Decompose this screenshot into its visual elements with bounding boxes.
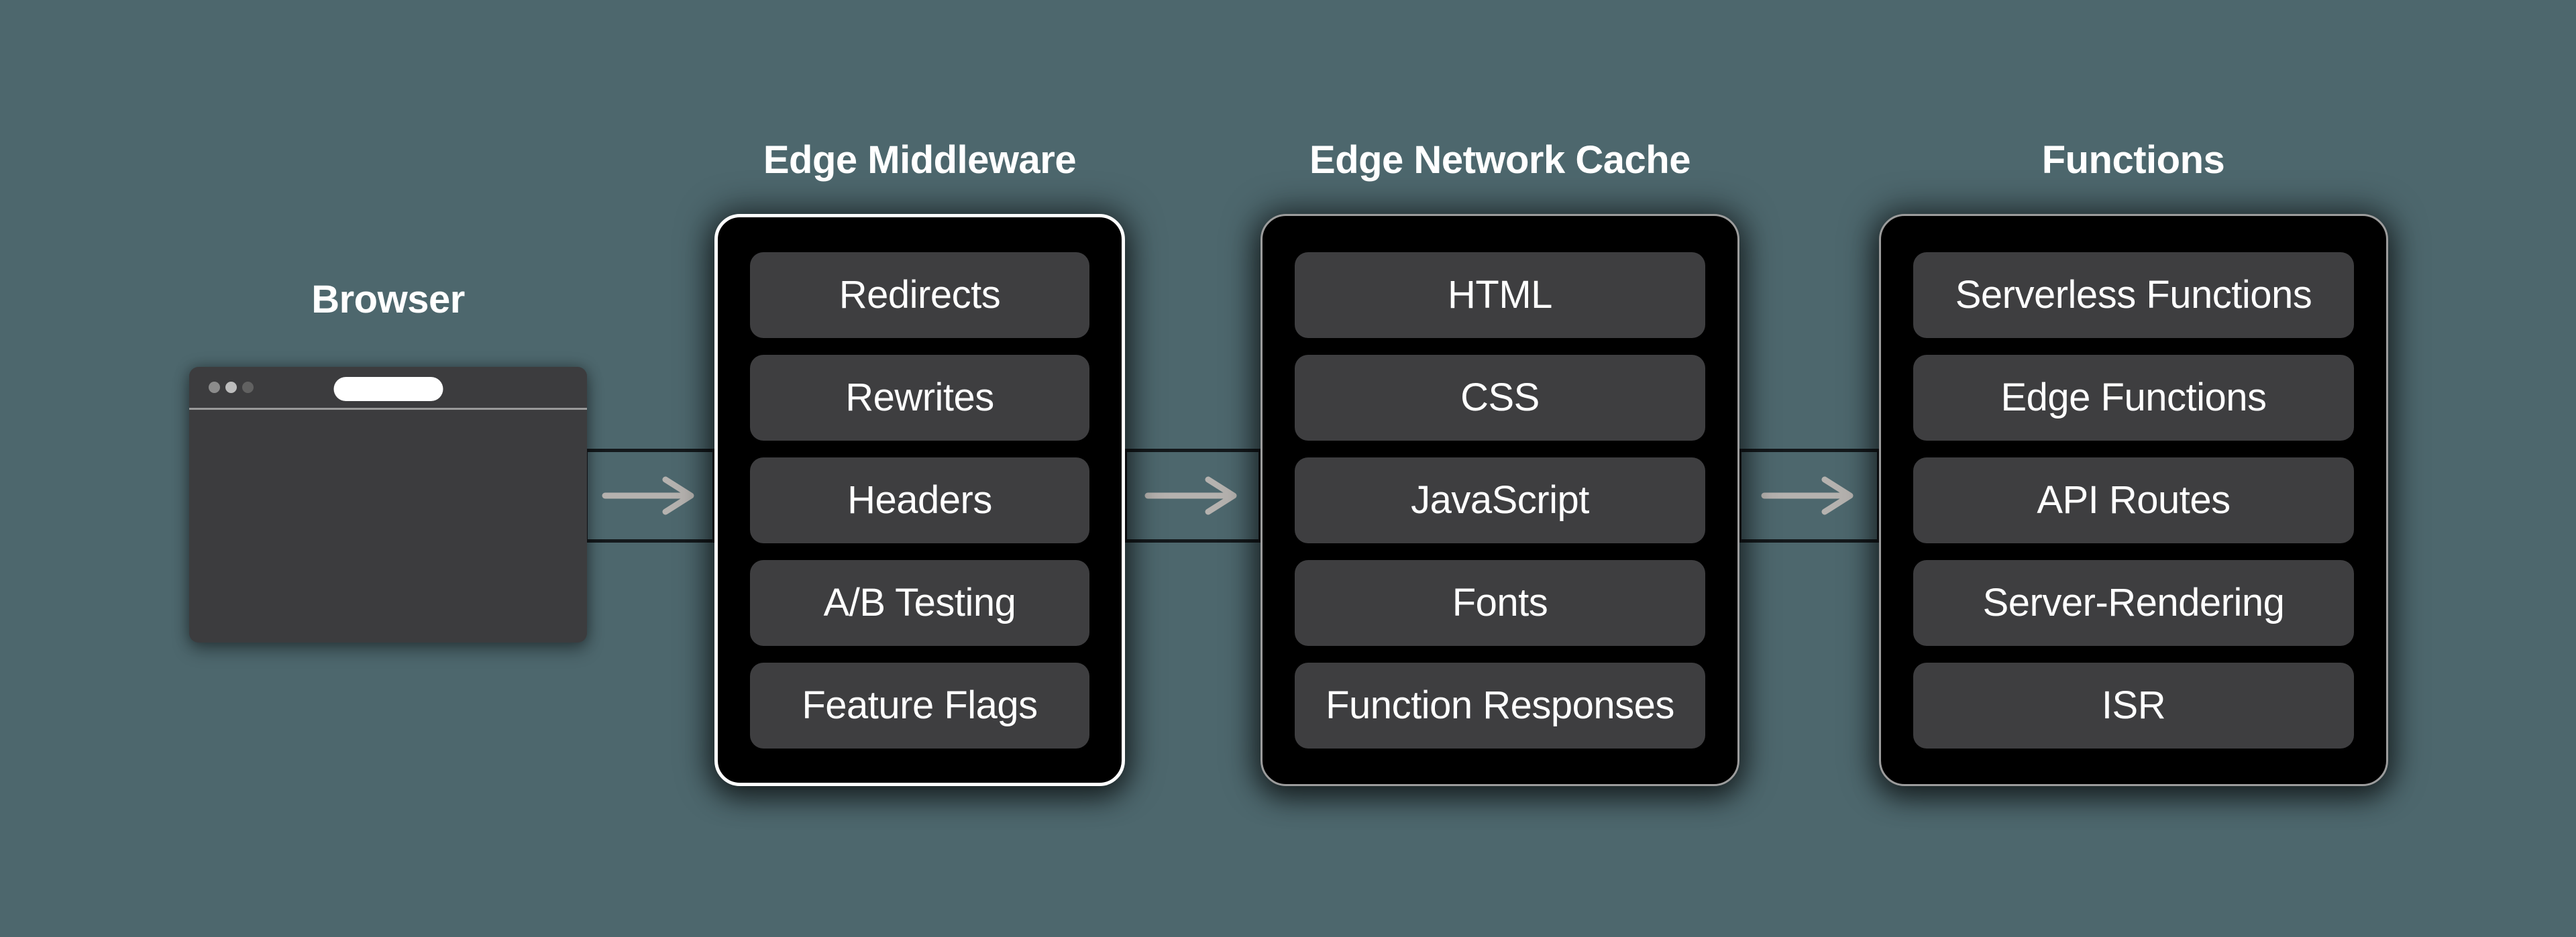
item-css: CSS xyxy=(1295,354,1705,441)
item-api-routes: API Routes xyxy=(1913,457,2354,543)
traffic-light-icon xyxy=(209,382,220,393)
panel-functions: Serverless Functions Edge Functions API … xyxy=(1879,214,2388,786)
arrow-right-icon xyxy=(1761,476,1854,515)
browser-window xyxy=(189,367,587,643)
item-function-responses: Function Responses xyxy=(1295,662,1705,749)
item-ab-testing: A/B Testing xyxy=(750,559,1089,646)
panel-edge-network-cache: HTML CSS JavaScript Fonts Function Respo… xyxy=(1260,214,1739,786)
functions-title: Functions xyxy=(2041,138,2225,182)
arrow-right-icon xyxy=(1144,476,1237,515)
item-html: HTML xyxy=(1295,252,1705,338)
arrow-right-icon xyxy=(602,476,694,515)
item-server-rendering: Server-Rendering xyxy=(1913,559,2354,646)
panel-edge-middleware: Redirects Rewrites Headers A/B Testing F… xyxy=(714,214,1125,786)
edge-network-cache-title: Edge Network Cache xyxy=(1309,138,1690,182)
item-rewrites: Rewrites xyxy=(750,354,1089,441)
traffic-light-icon xyxy=(225,382,237,393)
item-headers: Headers xyxy=(750,457,1089,543)
address-bar xyxy=(333,377,443,401)
item-isr: ISR xyxy=(1913,662,2354,749)
connector-middleware-to-cache xyxy=(1124,449,1262,543)
edge-middleware-title: Edge Middleware xyxy=(763,138,1077,182)
item-fonts: Fonts xyxy=(1295,559,1705,646)
connector-cache-to-functions xyxy=(1738,449,1880,543)
item-serverless-functions: Serverless Functions xyxy=(1913,252,2354,338)
connector-browser-to-middleware xyxy=(584,449,716,543)
item-javascript: JavaScript xyxy=(1295,457,1705,543)
item-feature-flags: Feature Flags xyxy=(750,662,1089,749)
traffic-light-icon xyxy=(242,382,254,393)
browser-title: Browser xyxy=(311,278,465,321)
browser-titlebar xyxy=(189,367,587,410)
item-redirects: Redirects xyxy=(750,252,1089,338)
item-edge-functions: Edge Functions xyxy=(1913,354,2354,441)
